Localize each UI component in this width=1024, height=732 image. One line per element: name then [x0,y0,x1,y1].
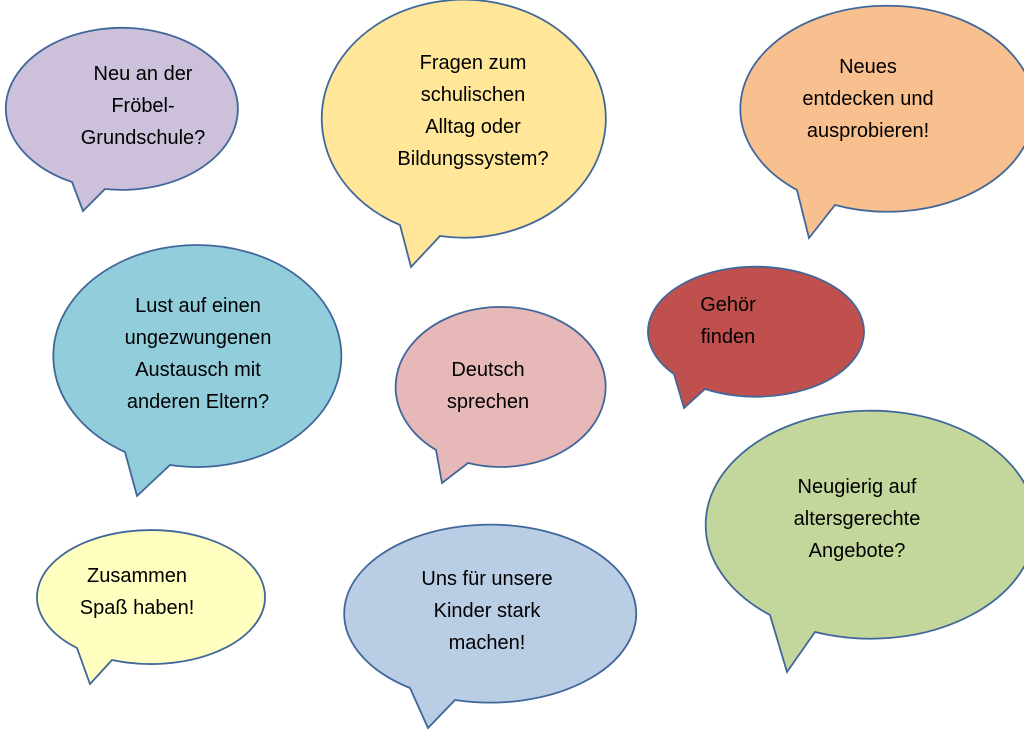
bubble-text: ausprobieren! [807,120,929,142]
bubble-gehoer: Gehör finden [647,265,865,410]
bubble-neu: Neu an der Fröbel- Grundschule? [4,26,239,213]
bubble-text: entdecken und [802,88,933,110]
bubble-text: Neues [839,56,897,78]
bubble-text: Lust auf einen [135,295,261,317]
bubble-text: Alltag oder [425,116,521,138]
bubble-text: sprechen [447,391,529,413]
bubble-text: Angebote? [809,540,906,562]
bubble-fragen: Fragen zum schulischen Alltag oder Bildu… [320,0,607,269]
bubble-text: Gehör [700,294,756,316]
bubble-text: schulischen [421,84,526,106]
bubble-shape [343,523,638,730]
bubble-shape [647,265,865,410]
bubble-text: Kinder stark [434,600,542,622]
bubble-shape [739,4,1024,240]
bubble-text: Austausch mit [135,359,261,381]
bubble-spass: Zusammen Spaß haben! [36,529,266,686]
bubble-text: Uns für unsere [421,568,552,590]
bubble-text: Zusammen [87,565,187,587]
bubble-text: Fragen zum [420,52,527,74]
bubble-text: ungezwungenen [125,327,272,349]
bubble-text: anderen Eltern? [127,391,269,413]
bubble-neugierig: Neugierig auf altersgerechte Angebote? [704,409,1024,675]
bubble-shape [52,244,343,498]
bubble-lust: Lust auf einen ungezwungenen Austausch m… [52,244,343,498]
bubble-text: Neu an der [94,63,193,85]
bubble-text: Grundschule? [81,127,206,149]
bubble-text: Neugierig auf [798,476,917,498]
bubble-text: machen! [449,632,526,654]
bubble-text: Spaß haben! [80,597,195,619]
bubble-shape [320,0,607,269]
bubble-deutsch: Deutsch sprechen [394,306,607,485]
bubble-text: Deutsch [451,359,524,381]
bubble-shape [36,529,266,686]
bubble-text: finden [701,326,756,348]
bubble-shape [4,26,239,213]
bubble-kinder: Uns für unsere Kinder stark machen! [343,523,638,730]
bubble-neues: Neues entdecken und ausprobieren! [739,4,1024,240]
bubble-shape [394,306,607,485]
bubble-text: Bildungssystem? [397,148,548,170]
bubble-shape [704,409,1024,675]
bubble-text: Fröbel- [111,95,174,117]
bubble-text: altersgerechte [794,508,921,530]
